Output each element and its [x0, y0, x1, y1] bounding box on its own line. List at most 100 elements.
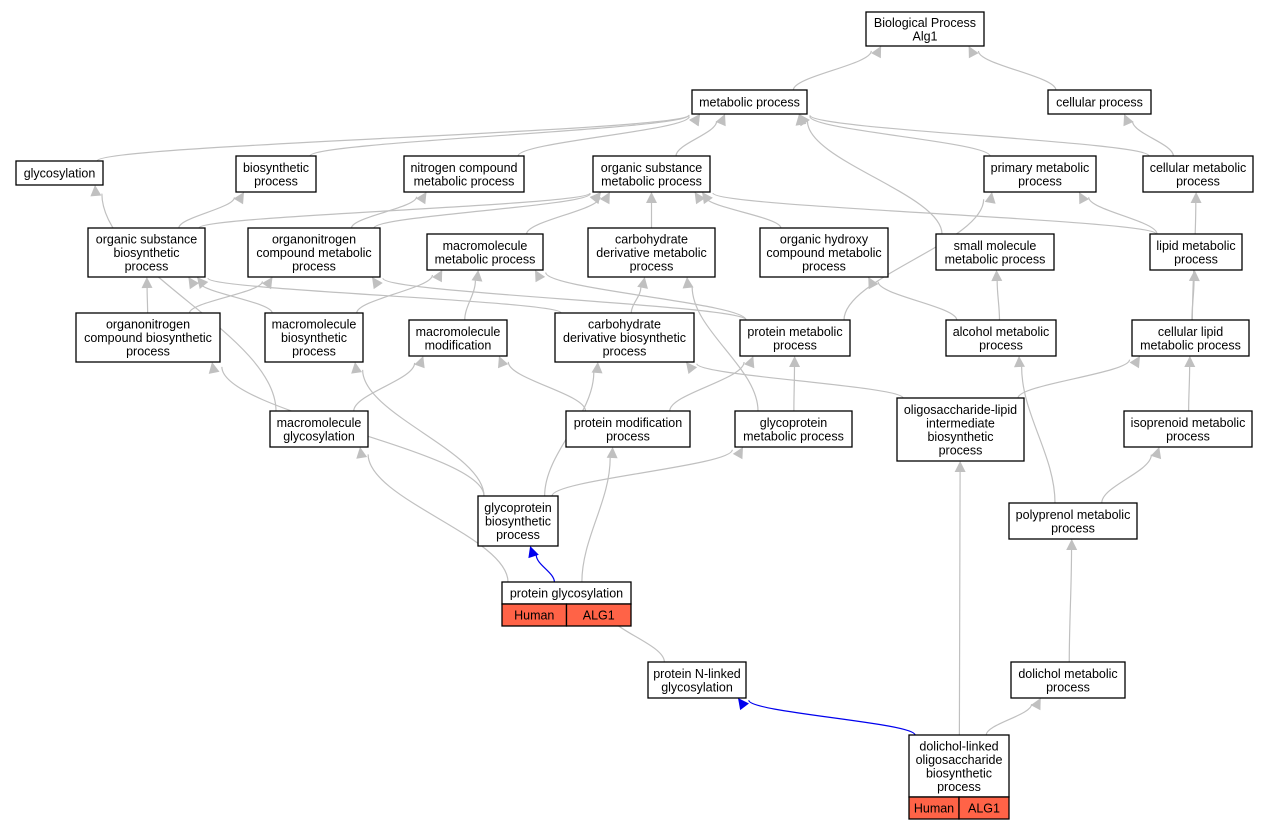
node-box: [554, 312, 695, 363]
node-label-line: process: [937, 780, 981, 794]
node-metabolic-process[interactable]: metabolic process: [691, 89, 808, 115]
edge-arrowhead: [1184, 356, 1196, 368]
node-label-line: protein modification: [574, 416, 682, 430]
node-label-line: process: [606, 429, 650, 443]
edge-protein-glycosylation-to-glycoprotein-biosynthetic: [535, 555, 555, 583]
edge-arrowhead: [646, 192, 657, 203]
node-label-line: process: [292, 345, 336, 359]
node-label-line: carbohydrate: [615, 233, 688, 247]
node-label-line: process: [939, 443, 983, 457]
edge-macromolecule-biosynthetic-to-macromolecule-metabolic: [356, 274, 434, 314]
node-box: [75, 312, 221, 363]
node-box: [587, 227, 716, 278]
node-label-line: macromolecule: [272, 318, 357, 332]
edge-arrowhead: [599, 192, 610, 205]
node-box: [592, 155, 711, 193]
edge-cellular-metabolic-to-metabolic-process: [809, 114, 1150, 157]
annotation-cell: [565, 603, 632, 627]
node-label-line: metabolic process: [601, 174, 702, 188]
node-box: [408, 319, 508, 357]
node-label-line: glycosylation: [283, 429, 355, 443]
annotation-species: Human: [914, 802, 954, 816]
node-box: [426, 233, 544, 271]
node-box: [759, 227, 889, 278]
node-label-line: process: [773, 338, 817, 352]
node-label-line: process: [1046, 680, 1090, 694]
node-label-line: organic substance: [601, 161, 703, 175]
edge-arrowhead: [1066, 539, 1078, 551]
node-label-line: organic substance: [96, 233, 198, 247]
node-box: [269, 410, 369, 448]
edge-arrowhead: [197, 277, 209, 289]
node-label-line: cellular metabolic: [1150, 161, 1247, 175]
edge-protein-modification-to-protein-metabolic: [669, 361, 745, 412]
edge-arrowhead: [1188, 270, 1200, 282]
edge-dolichol-linked-oligosaccharide-biosynthetic-to-dolichol-metabolic: [985, 703, 1033, 736]
node-label-line: small molecule: [954, 239, 1037, 253]
node-box: [87, 227, 206, 278]
node-glycosylation[interactable]: glycosylation: [15, 160, 104, 186]
edge-macromolecule-metabolic-to-organic-substance-metabolic: [526, 196, 601, 235]
edge-arrowhead: [1150, 447, 1162, 460]
node-label-line: process: [1174, 252, 1218, 266]
edge-primary-metabolic-to-metabolic-process: [809, 115, 991, 157]
annotation-gene: ALG1: [968, 802, 1000, 816]
edge-layer: [90, 46, 1202, 736]
node-label-line: dolichol metabolic: [1018, 667, 1117, 681]
edge-arrowhead: [372, 277, 383, 290]
node-oligosaccharide-lipid-intermediate-biosynthetic[interactable]: oligosaccharide-lipidintermediatebiosynt…: [896, 397, 1025, 462]
node-box: [15, 160, 104, 186]
edge-lipid-metabolic-to-primary-metabolic: [1088, 196, 1158, 235]
edge-arrowhead: [498, 356, 509, 369]
edge-glycoprotein-biosynthetic-to-macromolecule-biosynthetic: [362, 369, 485, 497]
edge-macromolecule-glycosylation-to-macromolecule-modification: [353, 362, 416, 412]
edge-small-molecule-metabolic-to-metabolic-process: [806, 121, 943, 235]
node-dolichol-linked-oligosaccharide-biosynthetic[interactable]: dolichol-linkedoligosaccharidebiosynthet…: [908, 734, 1010, 820]
edge-arrowhead: [702, 192, 713, 205]
node-box: [734, 410, 853, 448]
edge-arrowhead: [732, 447, 743, 460]
node-box: [477, 495, 559, 547]
node-label-line: derivative biosynthetic: [563, 331, 686, 345]
node-box: [739, 319, 851, 357]
edge-nitrogen-compound-metabolic-to-metabolic-process: [517, 115, 690, 157]
edge-glycoprotein-biosynthetic-to-glycoprotein-metabolic: [551, 449, 733, 497]
edge-polyprenol-metabolic-to-isoprenoid-metabolic: [1101, 454, 1152, 504]
edge-carbohydrate-derivative-biosynthetic-to-carbohydrate-derivative-metabolic: [630, 287, 642, 314]
edge-protein-metabolic-to-macromolecule-metabolic: [545, 272, 747, 321]
node-cellular-process[interactable]: cellular process: [1047, 89, 1152, 115]
annotation-cell: [958, 796, 1010, 820]
node-label-line: alcohol metabolic: [953, 325, 1050, 339]
node-label-line: process: [254, 174, 298, 188]
